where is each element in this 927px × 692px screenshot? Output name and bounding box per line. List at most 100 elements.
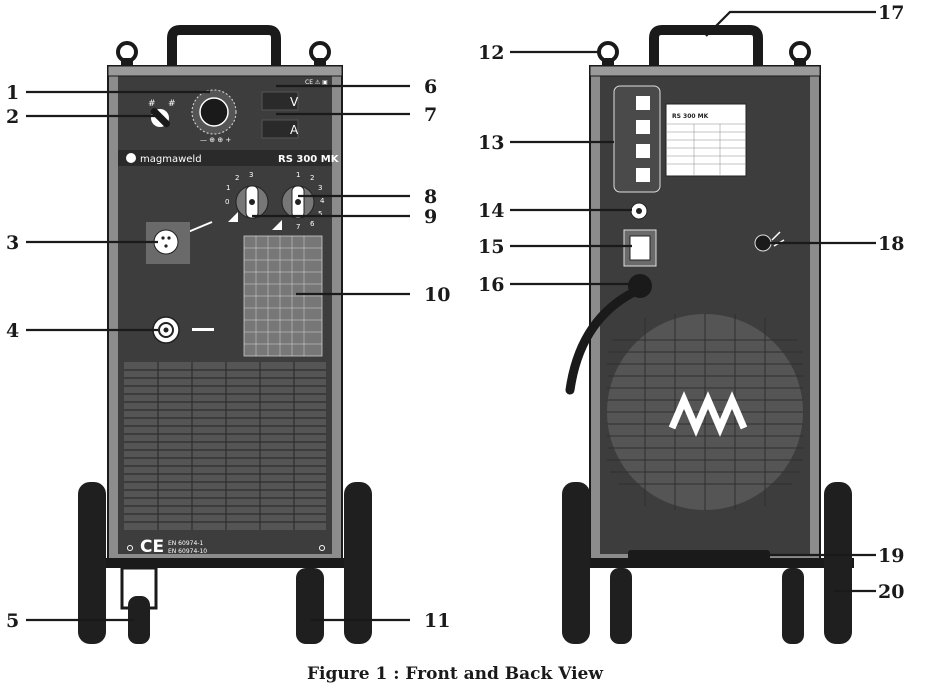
callout-numbers: 1 2 3 4 5 6 7 8 9 10 11 12 13 14 15 16 1… [6,2,904,632]
callout-6: 6 [424,76,437,98]
callout-3: 3 [6,232,19,254]
switch-mark-right: # [168,99,176,109]
ammeter-label: A [290,123,299,137]
brand-logo-icon [126,153,136,163]
setting-table-grid [244,236,322,356]
right-selector-tick-3: 3 [318,184,322,192]
callout-2: 2 [6,106,19,128]
torch-icon [187,221,213,233]
callout-14: 14 [478,200,504,222]
standard-2: EN 60974-10 [168,548,207,555]
front-louvre-lines [124,362,326,530]
callout-5: 5 [6,610,19,632]
front-screw-right [319,545,325,551]
back-handle [649,25,763,67]
back-big-wheel-right [824,482,852,644]
callout-18: 18 [878,233,904,255]
left-selector-tick-1: 1 [226,184,230,192]
right-ramp-icon [272,220,282,230]
front-top-strip [107,65,343,77]
right-selector-tick-5: 5 [318,210,322,218]
fuse-block [613,85,661,193]
back-castor-wheel-left [610,568,632,644]
front-ce-small: CE ⚠ ▣ [305,79,328,86]
front-big-wheel-right [344,482,372,644]
callout-10: 10 [424,284,450,306]
front-castor-wheel-left [128,596,150,644]
standard-1: EN 60974-1 [168,540,203,547]
front-big-wheel-left [78,482,106,644]
earth-socket-core [163,327,169,333]
voltmeter-label: V [290,95,299,109]
back-eye-base-right [794,58,806,68]
voltmeter-display [261,91,299,111]
right-selector-tick-1: 1 [296,171,300,179]
fan-grille-lines [607,314,803,510]
callout-7: 7 [424,104,437,126]
callout-11: 11 [424,610,450,632]
callout-19: 19 [878,545,904,567]
switch-mark-left: # [148,99,156,109]
back-big-wheel-left [562,482,590,644]
earth-bolt[interactable] [754,234,772,252]
callout-12: 12 [478,42,504,64]
back-top-strip [589,65,821,77]
torch-socket-pin-1 [161,236,165,240]
front-handle [167,25,281,67]
front-screw-left [127,545,133,551]
brand-strip [118,150,332,166]
ammeter-display [261,119,299,139]
main-switch-lever[interactable] [149,107,171,129]
callout-1: 1 [6,82,19,104]
fuse-3[interactable] [636,144,650,158]
brand-logo-icon [668,391,748,437]
fuse-2[interactable] [636,120,650,134]
callout-leaders [26,10,876,622]
mains-cable [565,287,639,395]
right-selector-tick-6: 6 [310,220,315,228]
leader-17 [705,10,876,37]
callout-9: 9 [424,206,437,228]
front-eye-base-right [314,58,326,68]
back-chassis-bar [562,558,854,568]
callout-13: 13 [478,132,504,154]
preheater-socket-pin [636,208,642,214]
callout-15: 15 [478,236,504,258]
brand-name: magmaweld [140,154,202,165]
left-ramp-icon [228,212,238,222]
rating-plate-grid [666,123,746,176]
callout-20: 20 [878,581,904,603]
back-castor-wheel-right [782,568,804,644]
torch-socket-pin-3 [164,244,168,248]
front-eye-base-left [121,58,133,68]
fine-selector-pivot [295,199,301,205]
back-eye-base-left [602,58,614,68]
rating-plate-title: RS 300 MK [672,113,709,120]
callout-16: 16 [478,274,504,296]
fuse-1[interactable] [636,96,650,110]
callout-4: 4 [6,320,19,342]
right-selector-tick-7: 7 [296,223,300,231]
front-view: CE ⚠ ▣ — ⊕ ⊕ + # # V A magmaweld RS 300 … [78,25,372,644]
model-name: RS 300 MK [278,154,340,165]
heater-plug[interactable] [629,235,651,261]
callout-17: 17 [878,2,904,24]
coarse-selector-pivot [249,199,255,205]
voltage-knob[interactable] [199,97,229,127]
right-selector-tick-2: 2 [310,174,314,182]
callout-8: 8 [424,186,437,208]
right-selector-tick-4: 4 [320,197,325,205]
front-castor-wheel-right [296,568,324,644]
fuse-4[interactable] [636,168,650,182]
left-selector-tick-0: 0 [225,198,229,206]
rear-bottom-plate [628,550,770,560]
torch-socket-pin-2 [167,236,171,240]
front-louvre-area [124,362,326,530]
left-selector-tick-3: 3 [249,171,253,179]
knob-symbol: — ⊕ ⊕ + [200,136,231,144]
ce-mark: CE [140,537,164,557]
left-selector-tick-2: 2 [235,174,239,182]
minus-sign-icon [192,328,214,331]
figure-caption: Figure 1 : Front and Back View [307,664,603,684]
